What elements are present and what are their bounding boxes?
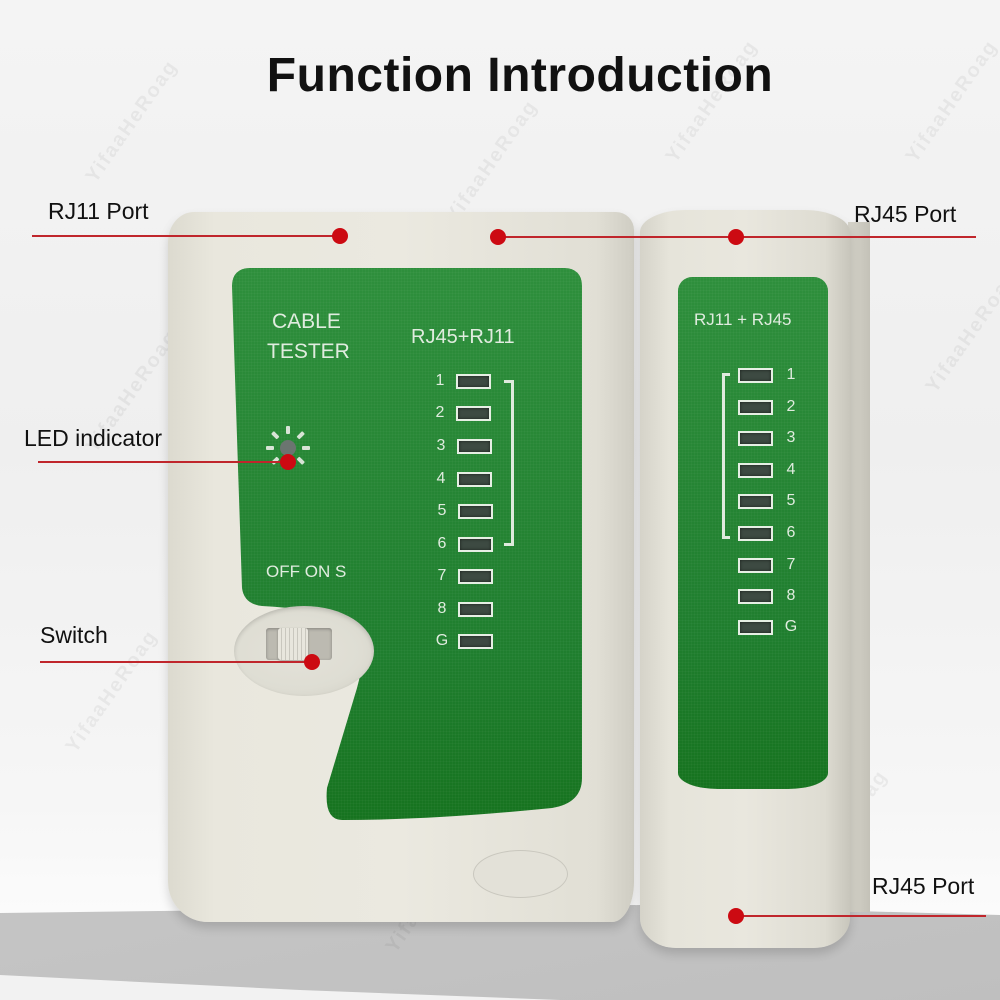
- callout-led-indicator: LED indicator: [24, 425, 163, 451]
- led-ray: [296, 431, 305, 440]
- led-light: [456, 405, 491, 421]
- callout-line-switch: [40, 661, 312, 663]
- led-light: [458, 568, 493, 584]
- led-light: [738, 430, 773, 446]
- led-ray: [296, 456, 305, 465]
- led-light: [457, 438, 492, 454]
- led-number: 1: [786, 366, 796, 383]
- led-number: 6: [437, 535, 447, 552]
- led-indicator: [264, 424, 312, 472]
- panel-title-tester: TESTER: [267, 340, 350, 363]
- led-lamp: [280, 440, 296, 456]
- led-number: 4: [436, 470, 446, 487]
- callout-marker-rj11-port: [332, 228, 348, 244]
- led-light: [458, 503, 493, 519]
- remote-unit-edge: [848, 222, 870, 912]
- callout-marker-led-indicator: [280, 454, 296, 470]
- remote-led-row: 7: [738, 556, 799, 574]
- led-number: 2: [786, 398, 796, 415]
- led-number: 3: [436, 437, 446, 454]
- remote-led-row: 8: [738, 587, 799, 605]
- led-light: [738, 525, 773, 541]
- led-number: G: [435, 632, 449, 649]
- led-number: 3: [786, 429, 796, 446]
- watermark: YifaaHeRoag: [921, 265, 1000, 397]
- callout-rj11-port: RJ11 Port: [48, 198, 149, 224]
- main-led-row: 4: [433, 470, 492, 488]
- led-number: 1: [435, 372, 445, 389]
- callout-line-led-indicator: [38, 461, 288, 463]
- led-number: 2: [435, 404, 445, 421]
- callout-rj45-port-bottom: RJ45 Port: [872, 873, 975, 899]
- remote-led-row: 2: [738, 398, 799, 416]
- led-number: 6: [786, 524, 796, 541]
- panel-title-cable: CABLE: [272, 310, 341, 333]
- callout-marker-rj45-port-bottom: [728, 908, 744, 924]
- main-led-row: 3: [433, 437, 492, 455]
- led-light: [458, 633, 493, 649]
- main-led-row: 1: [432, 372, 491, 390]
- remote-led-row: G: [738, 618, 799, 636]
- led-light: [738, 367, 773, 383]
- remote-led-row: 5: [738, 492, 799, 510]
- led-group-bracket: [722, 373, 730, 539]
- led-ray: [271, 431, 280, 440]
- led-light: [738, 619, 773, 635]
- main-led-row: 6: [434, 535, 493, 553]
- callout-marker-switch: [304, 654, 320, 670]
- led-light: [738, 557, 773, 573]
- led-light: [738, 588, 773, 604]
- led-number: 7: [786, 556, 796, 573]
- callout-switch: Switch: [40, 622, 108, 648]
- led-ray: [266, 446, 274, 450]
- remote-led-row: 1: [738, 366, 799, 384]
- switch-positions-label: OFF ON S: [266, 562, 347, 581]
- led-number: 5: [437, 502, 447, 519]
- callout-line-rj45-port-bottom: [736, 915, 986, 917]
- led-light: [458, 601, 493, 617]
- led-number: 8: [786, 587, 796, 604]
- led-number: 5: [786, 492, 796, 509]
- watermark: YifaaHeRoag: [441, 95, 543, 227]
- led-number: 8: [437, 600, 447, 617]
- led-light: [738, 399, 773, 415]
- main-led-row: 8: [434, 600, 493, 618]
- callout-rj45-port-top: RJ45 Port: [854, 201, 957, 227]
- main-led-row: 5: [434, 502, 493, 520]
- remote-led-row: 4: [738, 461, 799, 479]
- page-title: Function Introduction: [266, 49, 774, 102]
- remote-panel-header: RJ11 + RJ45: [694, 310, 792, 329]
- led-light: [738, 462, 773, 478]
- main-panel-header: RJ45+RJ11: [411, 326, 515, 348]
- callout-marker-rj45-port-b: [728, 229, 744, 245]
- led-light: [457, 471, 492, 487]
- led-number: G: [784, 618, 798, 635]
- led-light: [458, 536, 493, 552]
- remote-led-row: 3: [738, 429, 799, 447]
- remote-led-row: 6: [738, 524, 799, 542]
- led-ray: [286, 426, 290, 434]
- callout-line-rj11-port: [32, 235, 340, 237]
- led-light: [738, 493, 773, 509]
- main-led-row: 7: [434, 567, 493, 585]
- power-switch-knob[interactable]: [278, 628, 308, 660]
- led-number: 4: [786, 461, 796, 478]
- main-led-row: G: [434, 632, 493, 650]
- main-led-row: 2: [432, 404, 491, 422]
- callout-marker-rj45-port-a: [490, 229, 506, 245]
- led-ray: [302, 446, 310, 450]
- test-button[interactable]: [473, 850, 568, 898]
- led-group-bracket: [504, 380, 514, 546]
- led-light: [456, 373, 491, 389]
- led-number: 7: [437, 567, 447, 584]
